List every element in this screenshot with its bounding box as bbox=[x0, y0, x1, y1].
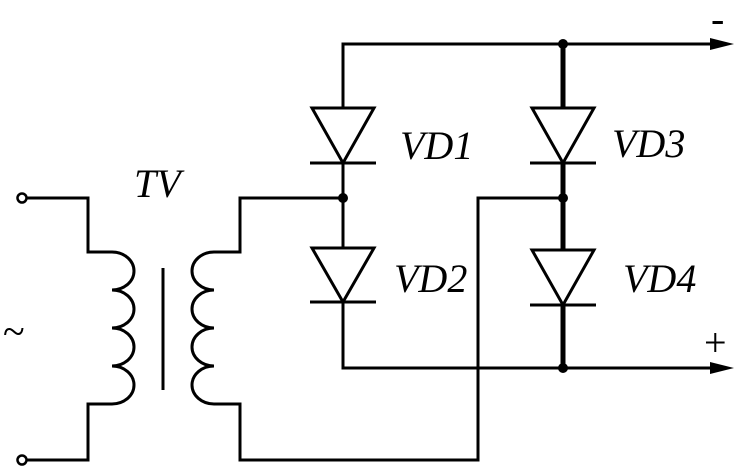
wire-left-top bbox=[341, 42, 565, 110]
transformer-tv bbox=[86, 196, 565, 462]
secondary-lead-bottom bbox=[238, 196, 565, 462]
input-lead-top bbox=[25, 196, 90, 254]
output-positive-sign: + bbox=[704, 320, 727, 365]
diode-vd1 bbox=[309, 106, 377, 167]
output-arrow-positive bbox=[710, 362, 734, 374]
input-side bbox=[16, 192, 90, 466]
input-terminal-top bbox=[16, 192, 28, 204]
output-negative-sign: - bbox=[711, 0, 724, 41]
bridge-right-leg bbox=[529, 39, 597, 373]
bridge-left-leg bbox=[309, 42, 565, 370]
diode-vd2-label: VD2 bbox=[394, 256, 467, 301]
secondary-winding bbox=[190, 250, 242, 406]
secondary-lead-top bbox=[238, 196, 345, 254]
diode-vd1-label: VD1 bbox=[400, 123, 473, 168]
input-lead-bottom bbox=[25, 406, 90, 462]
transformer-label: TV bbox=[134, 161, 185, 206]
primary-winding bbox=[86, 250, 136, 412]
junction-node-right bbox=[558, 193, 568, 203]
output-arrow-negative bbox=[710, 38, 734, 50]
diode-vd4 bbox=[529, 248, 597, 309]
ac-source-symbol: ~ bbox=[3, 309, 25, 354]
output-side bbox=[561, 38, 734, 374]
wire-left-bottom bbox=[341, 300, 565, 370]
junction-node-left bbox=[338, 193, 348, 203]
diode-vd4-label: VD4 bbox=[623, 256, 696, 301]
input-terminal-bottom bbox=[16, 454, 28, 466]
diode-vd3-label: VD3 bbox=[612, 121, 685, 166]
diode-vd2 bbox=[309, 246, 377, 306]
diode-vd3 bbox=[529, 106, 597, 167]
